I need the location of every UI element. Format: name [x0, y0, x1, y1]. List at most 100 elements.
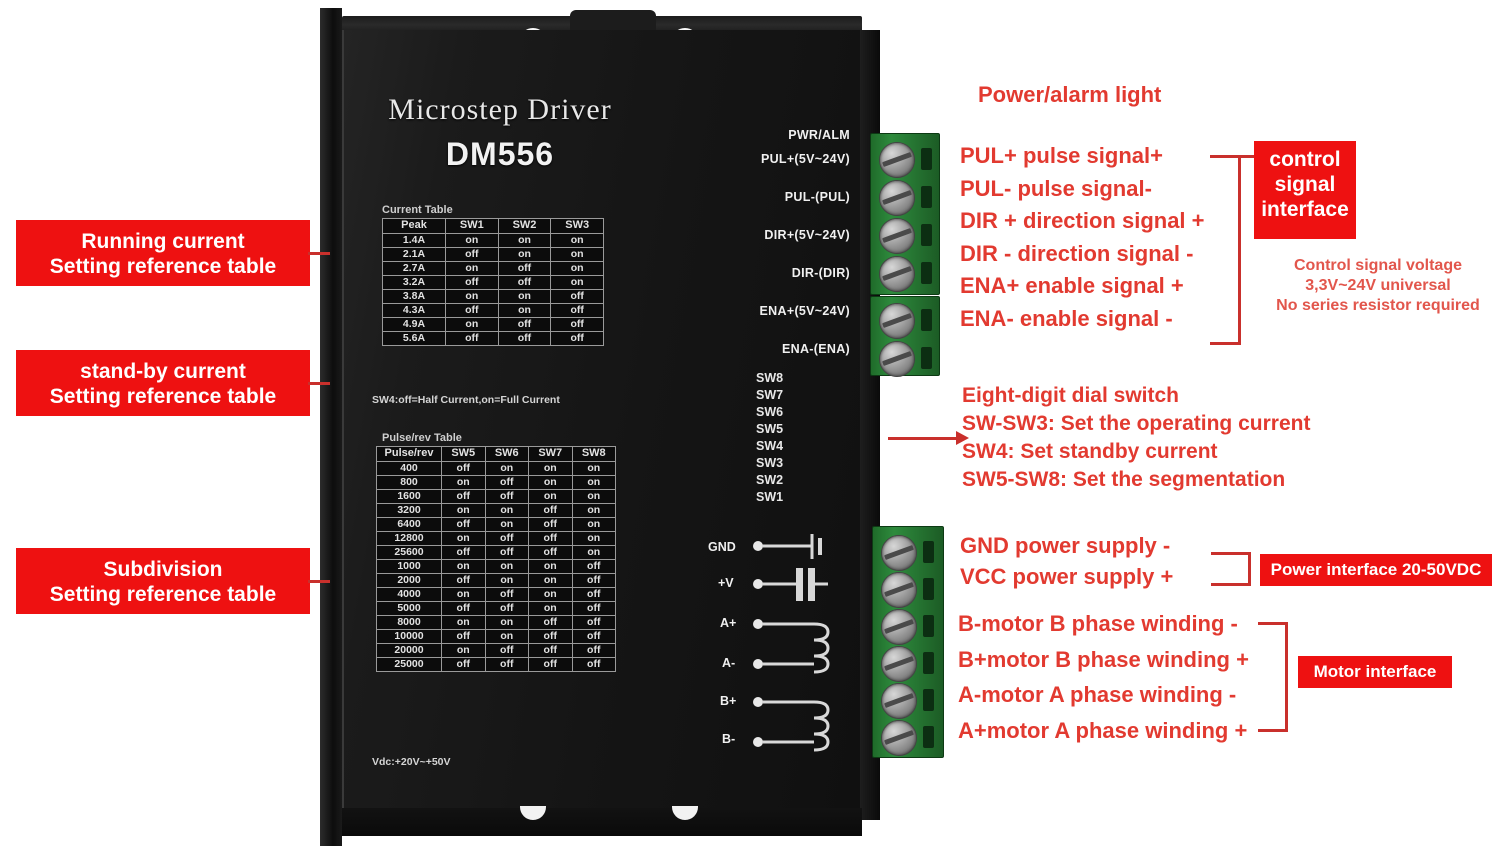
table-cell: on — [550, 232, 604, 248]
signal-terminal-label: PUL-(PUL) — [784, 190, 850, 204]
terminal-wire-slot[interactable] — [923, 652, 934, 674]
table-cell: off — [484, 600, 529, 616]
table-cell: on — [445, 288, 499, 304]
mounting-hole-bottom-right — [672, 806, 698, 820]
leader-line-running-current — [308, 252, 330, 255]
table-cell: off — [484, 488, 529, 504]
mounting-hole-bottom-left — [520, 806, 546, 820]
table-cell: on — [441, 586, 486, 602]
table-cell: on — [441, 614, 486, 630]
screw-terminal[interactable] — [881, 646, 917, 682]
terminal-wire-slot[interactable] — [923, 541, 934, 563]
screw-terminal[interactable] — [879, 303, 915, 339]
table-cell: 1000 — [376, 558, 442, 574]
table-cell: off — [571, 614, 616, 630]
table-cell: on — [441, 474, 486, 490]
enable-signal-connector[interactable] — [870, 296, 940, 377]
table-cell: on — [497, 232, 552, 248]
dip-switch-label: SW1 — [756, 490, 784, 504]
control-signal-callout-list: PUL+ pulse signal+PUL- pulse signal-DIR … — [960, 140, 1205, 335]
table-cell: off — [445, 330, 499, 346]
motor-callout-line: A+motor A phase winding + — [958, 717, 1248, 743]
table-cell: 20000 — [376, 642, 442, 658]
callout-power-alarm-light: Power/alarm light — [978, 82, 1162, 107]
stepper-driver-device: Microstep Driver DM556 Current Table Pea… — [320, 8, 944, 853]
terminal-wire-slot[interactable] — [923, 726, 934, 748]
control-signal-callout: PUL- pulse signal- — [960, 175, 1152, 201]
table-cell: on — [528, 600, 573, 616]
terminal-wire-slot[interactable] — [921, 347, 932, 369]
callout-line: Setting reference table — [49, 582, 277, 606]
control-signal-connector[interactable] — [870, 133, 940, 295]
table-cell: on — [550, 274, 604, 290]
table-cell: off — [441, 544, 486, 560]
terminal-label-a-plus: A+ — [720, 616, 737, 630]
terminal-wire-slot[interactable] — [921, 309, 932, 331]
table-cell: off — [571, 656, 616, 672]
screw-terminal[interactable] — [881, 609, 917, 645]
callout-line: Setting reference table — [49, 384, 277, 408]
column-header: SW3 — [550, 218, 604, 234]
table-cell: 4000 — [376, 586, 442, 602]
table-cell: on — [445, 316, 499, 332]
callout-line: Running current — [81, 230, 245, 253]
motor-callout-line: B+motor B phase winding + — [958, 646, 1249, 672]
table-cell: on — [550, 260, 604, 276]
table-cell: on — [571, 460, 616, 476]
table-cell: 25000 — [376, 656, 442, 672]
table-cell: off — [497, 316, 552, 332]
power-motor-connector[interactable] — [872, 526, 944, 758]
power-callout-line: VCC power supply + — [960, 564, 1174, 589]
control-signal-callout: DIR - direction signal - — [960, 240, 1194, 266]
table-cell: off — [441, 656, 486, 672]
screw-terminal[interactable] — [881, 720, 917, 756]
terminal-wire-slot[interactable] — [923, 615, 934, 637]
table-cell: on — [528, 460, 573, 476]
screw-terminal[interactable] — [879, 218, 915, 254]
table-cell: off — [497, 260, 552, 276]
dip-switch-label: SW6 — [756, 405, 784, 419]
table-cell: on — [484, 516, 529, 532]
table-cell: on — [571, 488, 616, 504]
screw-terminal[interactable] — [879, 341, 915, 377]
terminal-wire-slot[interactable] — [923, 689, 934, 711]
terminal-wire-slot[interactable] — [921, 262, 932, 284]
table-cell: off — [484, 586, 529, 602]
device-left-side-panel — [320, 8, 342, 846]
table-cell: 12800 — [376, 530, 442, 546]
screw-terminal[interactable] — [881, 572, 917, 608]
screw-terminal[interactable] — [881, 535, 917, 571]
terminal-wire-slot[interactable] — [923, 578, 934, 600]
terminal-wire-slot[interactable] — [921, 224, 932, 246]
screw-terminal[interactable] — [879, 180, 915, 216]
terminal-label-a-minus: A- — [722, 656, 736, 670]
device-front-face — [342, 30, 864, 820]
callout-line: Subdivision — [103, 558, 223, 581]
dip-switch-label: SW4 — [756, 439, 784, 453]
leader-line-control-bottom — [1210, 342, 1240, 345]
table-cell: off — [484, 544, 529, 560]
terminal-wire-slot[interactable] — [921, 148, 932, 170]
screw-terminal[interactable] — [879, 142, 915, 178]
column-header: SW6 — [484, 446, 529, 462]
table-cell: off — [441, 516, 486, 532]
screw-terminal[interactable] — [879, 256, 915, 292]
table-cell: 400 — [376, 460, 442, 476]
screw-terminal[interactable] — [881, 683, 917, 719]
table-cell: 3.8A — [382, 288, 446, 304]
callout-line: Control signal voltage — [1293, 257, 1462, 274]
table-cell: 5.6A — [382, 330, 446, 346]
terminal-wire-slot[interactable] — [921, 186, 932, 208]
current-table-note: SW4:off=Half Current,on=Full Current — [372, 394, 560, 406]
